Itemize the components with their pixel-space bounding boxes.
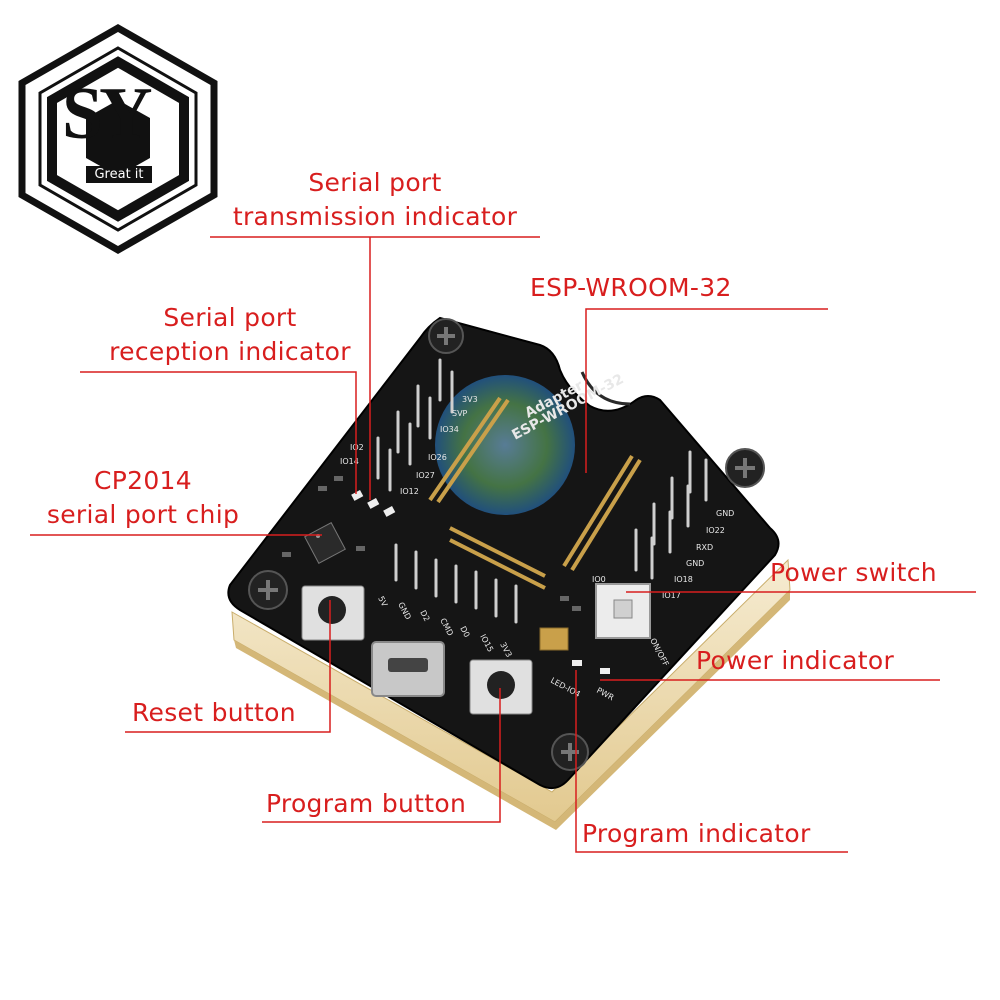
pin-labels-left: 3V3 SVP IO34 IO26 IO27 IO12 xyxy=(400,395,478,496)
program-button-part xyxy=(469,659,533,715)
pin-label: IO18 xyxy=(674,575,693,584)
pin-label: IO14 xyxy=(340,457,359,466)
pin-label: IO27 xyxy=(416,471,435,480)
smd-components xyxy=(282,476,581,611)
callout-power-switch: Power switch xyxy=(770,558,937,587)
pogo-pins-left-row xyxy=(428,396,510,504)
pin-label: IO22 xyxy=(706,526,725,535)
pogo-pins-right-row xyxy=(562,454,642,572)
pogo-pins-bottom-row xyxy=(449,526,546,590)
pin-label: SVP xyxy=(452,409,468,418)
callout-rx-indicator: Serial port reception indicator xyxy=(104,301,356,369)
logo-tagline: Great it xyxy=(86,166,152,183)
electrolytic-cap xyxy=(539,627,569,651)
pin-label: GND xyxy=(716,509,734,518)
callout-power-indicator: Power indicator xyxy=(696,646,895,675)
callout-program-indicator: Program indicator xyxy=(582,819,811,848)
mounting-screws xyxy=(248,318,765,771)
callout-reset-button: Reset button xyxy=(132,698,296,727)
pin-label: IO17 xyxy=(662,591,681,600)
reset-button-part xyxy=(301,585,365,641)
pin-label: IO34 xyxy=(440,425,459,434)
tx-rx-led-pair xyxy=(351,490,396,517)
pin-label: IO2 xyxy=(350,443,364,452)
brand-logo xyxy=(18,23,218,255)
power-switch-part xyxy=(595,583,651,639)
logo-letters: SY xyxy=(62,73,153,155)
callout-rx-line-2: reception indicator xyxy=(109,337,351,366)
pin-labels-far-left: IO2 IO14 xyxy=(340,443,364,466)
callout-leader-lines xyxy=(30,236,976,853)
callout-tx-indicator: Serial port transmission indicator xyxy=(212,166,538,234)
pin-label: RXD xyxy=(696,543,713,552)
cp2014-chip xyxy=(304,522,346,564)
callout-chip: CP2014 serial port chip xyxy=(30,464,256,532)
status-leds xyxy=(572,660,610,674)
pin-label-io0: IO0 xyxy=(592,575,606,584)
callout-chip-line-2: serial port chip xyxy=(46,500,240,529)
header-pins-left xyxy=(376,358,454,492)
callout-rx-line-1: Serial port xyxy=(163,303,297,332)
callout-chip-line-1: CP2014 xyxy=(94,466,192,495)
usb-connector xyxy=(371,641,445,697)
callout-program-button: Program button xyxy=(266,789,467,818)
pin-labels-right: GND IO22 RXD GND IO18 IO17 xyxy=(662,509,734,600)
leader-program xyxy=(262,688,501,823)
header-pins-bottom xyxy=(394,543,518,624)
callout-module: ESP-WROOM-32 xyxy=(530,273,732,302)
leader-program-indicator xyxy=(575,670,848,853)
pin-label: IO12 xyxy=(400,487,419,496)
leader-rx-indicator xyxy=(80,371,357,494)
pin-label: GND xyxy=(686,559,704,568)
callout-tx-line-1: Serial port xyxy=(308,168,442,197)
acrylic-base xyxy=(231,558,791,830)
header-pins-right xyxy=(634,450,708,580)
pin-label: 3V3 xyxy=(462,395,478,404)
leader-module xyxy=(585,308,828,473)
pin-label: IO26 xyxy=(428,453,447,462)
leader-reset xyxy=(125,600,331,733)
callout-tx-line-2: transmission indicator xyxy=(232,202,518,231)
